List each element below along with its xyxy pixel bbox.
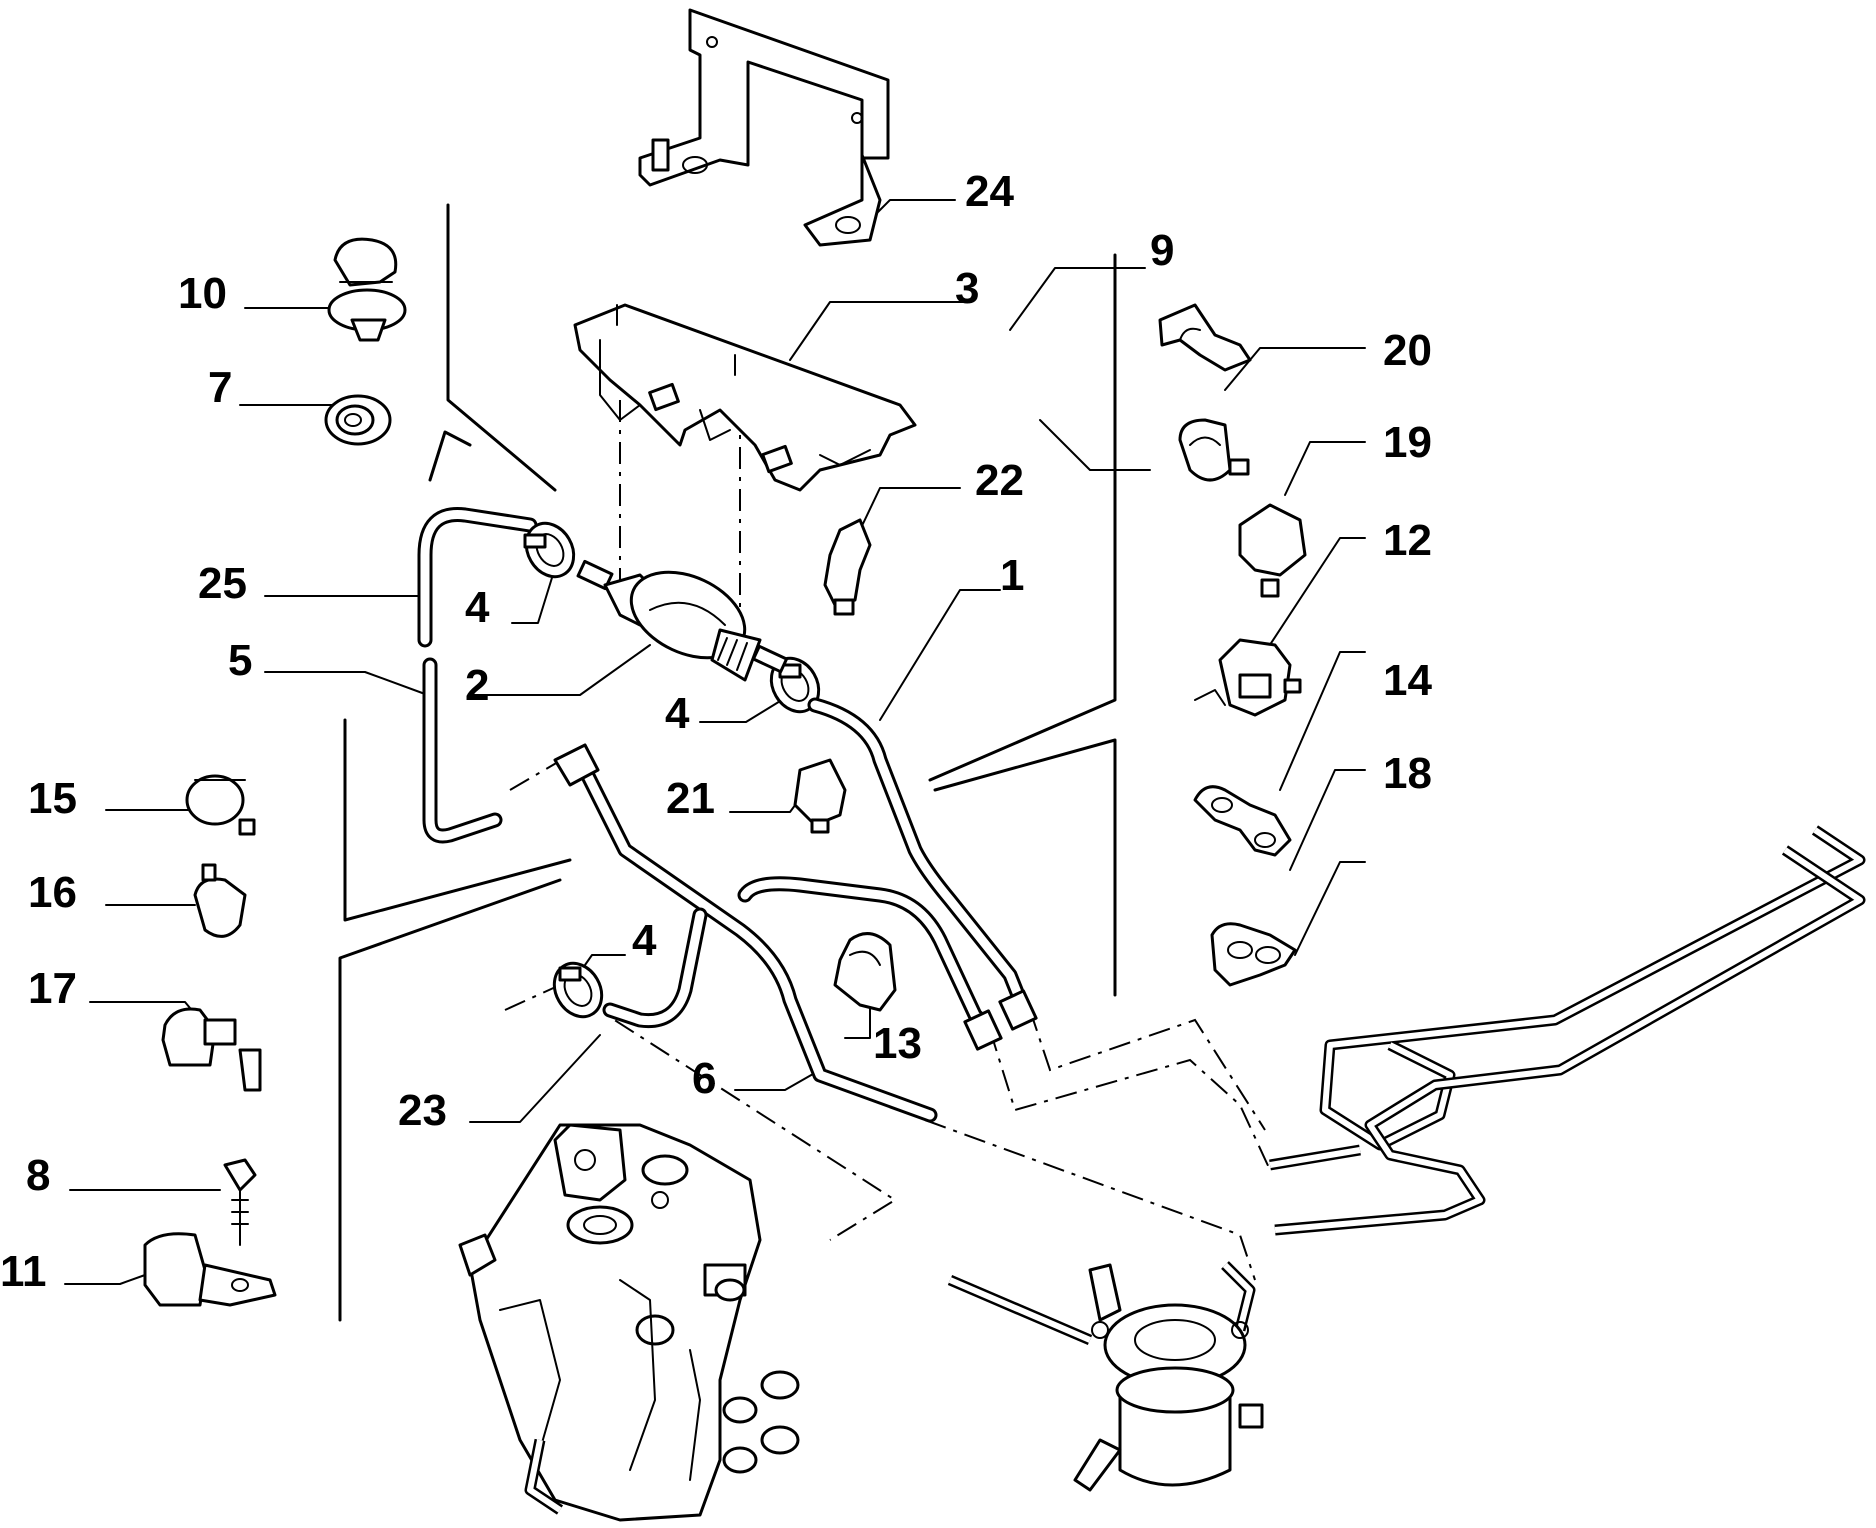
callout-18: 18	[1383, 749, 1432, 798]
clip-19	[1238, 503, 1307, 598]
callout-24: 24	[965, 167, 1014, 216]
injection-pump	[458, 1123, 800, 1522]
clip-14	[1193, 785, 1292, 857]
callout-13: 13	[873, 1019, 922, 1068]
callout-2: 2	[465, 661, 489, 710]
callout-10: 10	[178, 269, 227, 318]
hose-23	[602, 907, 708, 1029]
callout-9: 9	[1150, 226, 1174, 275]
fuel-filter	[947, 1261, 1264, 1492]
hose-6	[553, 743, 938, 1123]
clip-16	[193, 863, 247, 938]
leader-lines	[64, 199, 1366, 1285]
bracket-24	[638, 8, 890, 247]
callout-5: 5	[228, 636, 252, 685]
clip-11	[143, 1232, 277, 1307]
callout-6: 6	[692, 1054, 716, 1103]
hose-1	[807, 697, 1038, 1031]
callout-4-middle: 4	[665, 689, 690, 738]
callout-20: 20	[1383, 326, 1432, 375]
callout-25: 25	[198, 559, 247, 608]
callout-numbers: 24 3 9 10 20 7 19 22 12 25 1 4 5 2 14 4 …	[0, 167, 1432, 1296]
callout-1: 1	[1000, 551, 1024, 600]
clip-17	[161, 1007, 262, 1092]
clip-21	[793, 758, 847, 834]
hose-clamp-4-lower	[552, 961, 604, 1019]
callout-12: 12	[1383, 516, 1432, 565]
callout-22: 22	[975, 456, 1024, 505]
hose-25	[417, 507, 538, 648]
group-separator-lines	[338, 203, 1117, 1322]
callout-15: 15	[28, 774, 77, 823]
clip-20	[1178, 418, 1250, 482]
callout-19: 19	[1383, 418, 1432, 467]
clip-7	[324, 394, 392, 446]
callout-4-lower: 4	[632, 916, 657, 965]
hose-5	[422, 657, 503, 844]
callout-16: 16	[28, 868, 77, 917]
hose-clamp-4-upper	[523, 521, 576, 579]
hose-return	[737, 876, 1003, 1051]
callout-7: 7	[208, 363, 232, 412]
fuel-pipes	[1269, 825, 1866, 1236]
clip-13	[833, 932, 897, 1012]
screw-8	[223, 1158, 257, 1246]
clip-18	[1210, 922, 1297, 987]
clip-22	[823, 518, 872, 616]
clip-15	[185, 774, 256, 836]
callout-21: 21	[666, 774, 715, 823]
clip-10	[327, 237, 407, 342]
bracket-3	[573, 303, 917, 492]
clip-12	[1194, 638, 1302, 717]
callout-17: 17	[28, 964, 77, 1013]
callout-3: 3	[955, 264, 979, 313]
clip-9	[1158, 303, 1252, 372]
callout-14: 14	[1383, 656, 1432, 705]
callout-4-upper: 4	[465, 583, 490, 632]
primer-pump-2	[576, 559, 789, 682]
callout-8: 8	[26, 1151, 50, 1200]
callout-11: 11	[0, 1247, 47, 1296]
callout-23: 23	[398, 1086, 447, 1135]
